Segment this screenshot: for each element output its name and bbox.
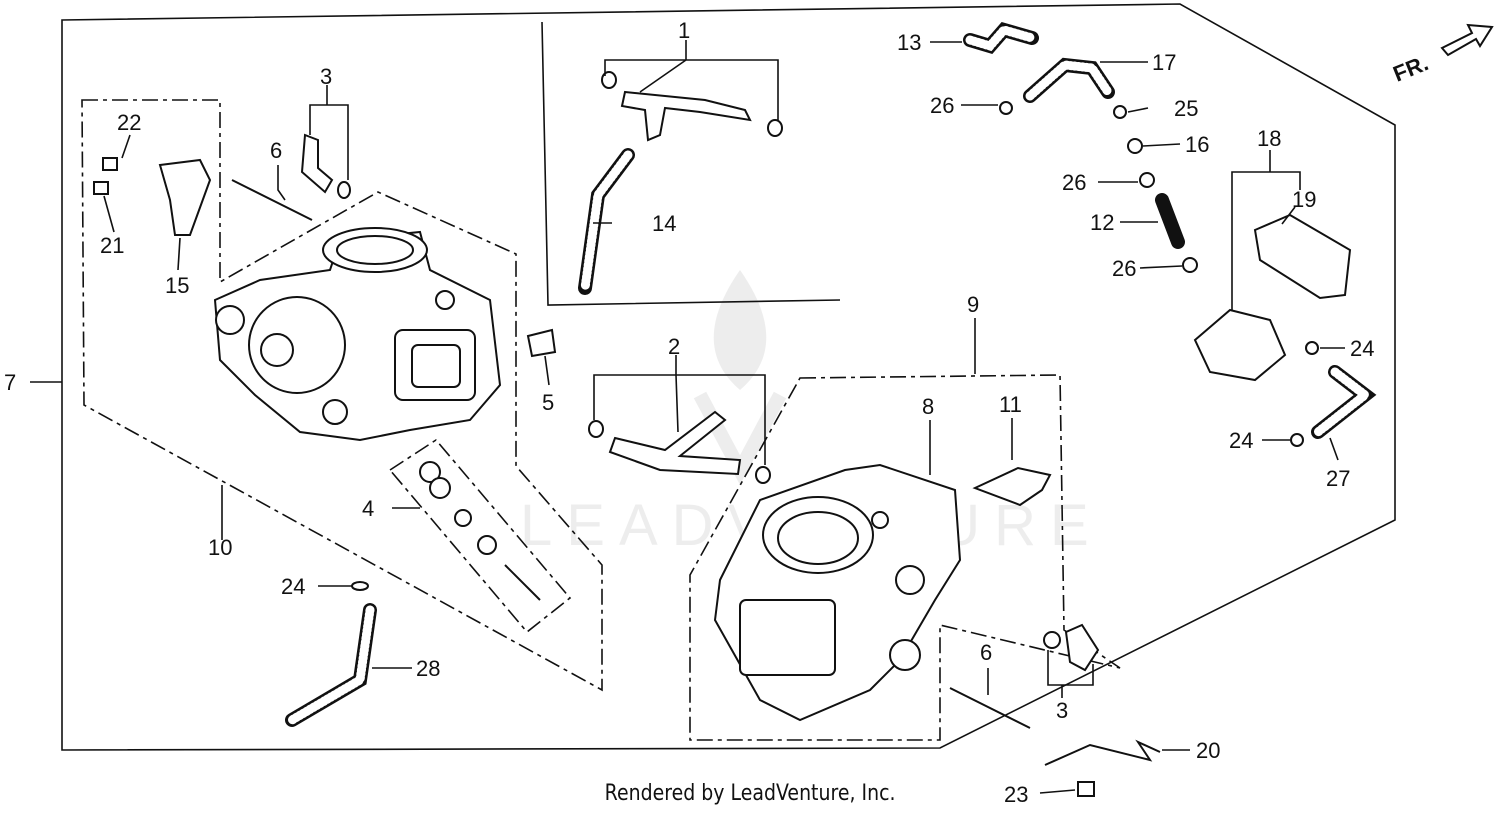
subassembly-10-outline <box>81 99 603 692</box>
callout-10: 10 <box>208 535 232 560</box>
subassembly-9-outline <box>689 374 1121 741</box>
callout-25: 25 <box>1174 96 1198 121</box>
callout-5: 5 <box>542 390 554 415</box>
callout-6: 6 <box>980 640 992 665</box>
small-parts <box>93 101 1352 797</box>
callout-23: 23 <box>1004 782 1028 807</box>
callout-numbers: 1 2 3 3 4 5 6 6 7 8 9 10 11 12 13 14 15 … <box>4 18 1374 807</box>
callout-4: 4 <box>362 496 374 521</box>
callout-17: 17 <box>1152 50 1176 75</box>
callout-26: 26 <box>1112 256 1136 281</box>
callout-28: 28 <box>416 656 440 681</box>
callout-11: 11 <box>999 392 1022 417</box>
callout-6: 6 <box>270 138 282 163</box>
hoses <box>285 22 1377 727</box>
callout-1: 1 <box>678 18 690 43</box>
callout-3: 3 <box>320 64 332 89</box>
joint-pipe-2 <box>588 410 771 484</box>
callout-3: 3 <box>1056 698 1068 723</box>
callout-27: 27 <box>1326 466 1350 491</box>
callout-2: 2 <box>668 334 680 359</box>
callout-13: 13 <box>897 30 921 55</box>
callout-24: 24 <box>1229 428 1253 453</box>
fr-label: FR. <box>1390 50 1432 86</box>
callout-21: 21 <box>100 233 124 258</box>
callout-7: 7 <box>4 370 16 395</box>
left-carburetor <box>213 227 502 442</box>
callout-19: 19 <box>1292 187 1316 212</box>
watermark-logo <box>693 270 787 485</box>
footer-text: Rendered by LeadVenture, Inc. <box>604 781 896 806</box>
callout-14: 14 <box>652 211 676 236</box>
callout-24: 24 <box>281 574 305 599</box>
fr-direction-marker: FR. <box>1390 23 1494 87</box>
callout-16: 16 <box>1185 132 1209 157</box>
joint-pipe-1 <box>601 71 783 142</box>
callout-26: 26 <box>1062 170 1086 195</box>
callout-12: 12 <box>1090 210 1114 235</box>
callout-26: 26 <box>930 93 954 118</box>
footer-credit: Rendered by LeadVenture, Inc. <box>0 781 1500 806</box>
group-1-outline <box>541 21 841 306</box>
callout-20: 20 <box>1196 738 1220 763</box>
kit-4-outline <box>388 438 572 634</box>
callout-24: 24 <box>1350 336 1374 361</box>
callout-22: 22 <box>117 110 141 135</box>
callout-8: 8 <box>922 394 934 419</box>
callout-15: 15 <box>165 273 189 298</box>
leader-lines <box>30 40 1345 794</box>
callout-18: 18 <box>1257 126 1281 151</box>
right-carburetor <box>713 463 962 722</box>
callout-9: 9 <box>967 292 979 317</box>
assembly-7-outline <box>61 3 1396 751</box>
